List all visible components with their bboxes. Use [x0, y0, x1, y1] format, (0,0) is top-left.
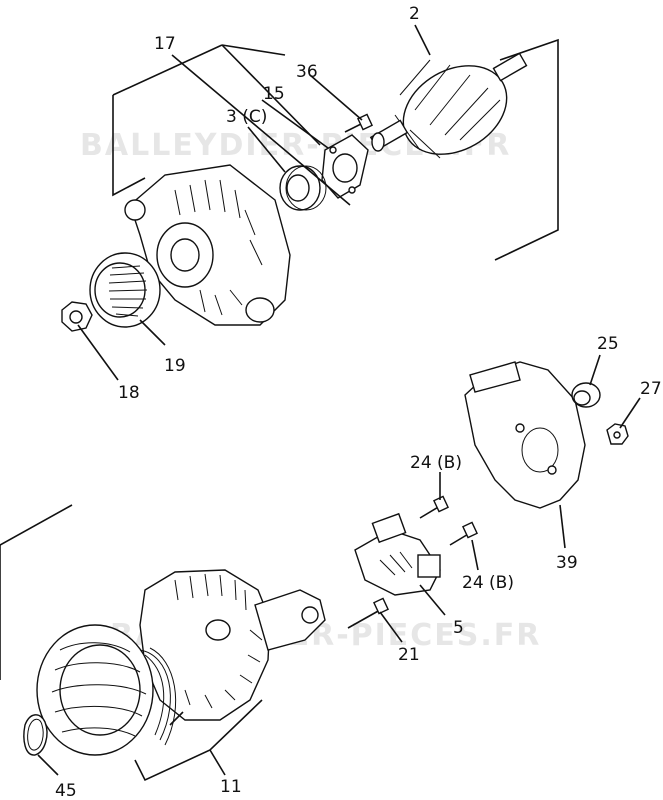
bushing-25-part [571, 382, 601, 408]
front-housing-part [124, 164, 291, 326]
callout-19: 19 [164, 356, 186, 376]
callout-5: 5 [453, 618, 464, 638]
upper-bracket-line-right [494, 38, 559, 261]
callout-27: 27 [640, 379, 662, 399]
stator-part [36, 624, 184, 756]
callout-11: 11 [220, 777, 242, 797]
callout-3c: 3 (C) [226, 107, 267, 127]
callout-36: 36 [296, 62, 318, 82]
rear-housing-part [139, 569, 326, 721]
upper-bracket-line [112, 95, 146, 197]
callout-25: 25 [597, 334, 619, 354]
callout-39: 39 [556, 553, 578, 573]
plate-15-part [321, 134, 369, 199]
bearing-3c-part [279, 165, 327, 211]
gasket-45-part [23, 714, 48, 756]
nut-27-part [606, 423, 629, 445]
leader-lines-upper [77, 24, 431, 381]
bolt-24b-upper-part [419, 495, 449, 519]
regulator-5-part [354, 512, 441, 596]
rotor-part [369, 52, 528, 159]
callout-24b-upper: 24 (B) [410, 453, 462, 473]
rear-cover-39-part [464, 361, 586, 509]
callout-24b-lower: 24 (B) [462, 573, 514, 593]
bolt-21-part [347, 597, 389, 629]
callout-45: 45 [55, 781, 77, 800]
callout-17: 17 [154, 34, 176, 54]
bolt-36-part [344, 113, 373, 133]
leader-lines-lower [37, 354, 641, 782]
lower-bracket-line [0, 504, 73, 546]
bolt-24b-lower-part [449, 521, 478, 546]
callout-21: 21 [398, 645, 420, 665]
nut-18-part [61, 301, 93, 332]
pulley-19-part [89, 252, 161, 328]
callout-2: 2 [409, 4, 420, 24]
callout-18: 18 [118, 383, 140, 403]
callout-15: 15 [263, 84, 285, 104]
